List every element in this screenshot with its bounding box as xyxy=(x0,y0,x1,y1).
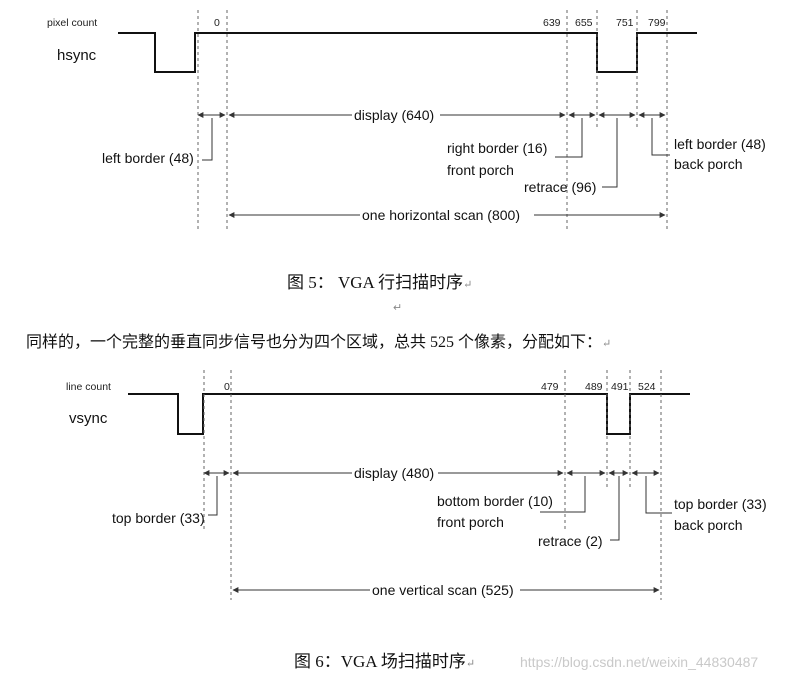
vsync-bottom-border-label: bottom border (10) xyxy=(437,493,553,509)
hsync-axis-label: pixel count xyxy=(47,17,97,29)
hsync-left-border-label: left border (48) xyxy=(102,150,194,166)
vsync-back-porch-label: back porch xyxy=(674,517,742,533)
vsync-waveform xyxy=(128,393,690,435)
hsync-back-porch-label: back porch xyxy=(674,156,742,172)
vsync-top-border-label: top border (33) xyxy=(112,510,205,526)
blank-line-mark-icon: ↵ xyxy=(393,302,403,314)
hsync-back-border-leader xyxy=(651,118,670,156)
vsync-signal-label: vsync xyxy=(69,410,108,427)
vsync-tick-479: 479 xyxy=(541,381,559,393)
hsync-tick-639: 639 xyxy=(543,17,561,29)
paragraph-return-mark-icon: ↵ xyxy=(602,338,612,350)
vsync-front-porch-label: front porch xyxy=(437,514,504,530)
hsync-retrace-label: retrace (96) xyxy=(524,179,596,195)
figure-5-caption: 图 5： VGA 行扫描时序↵ xyxy=(287,268,472,293)
vsync-top-border-leader xyxy=(208,476,218,516)
figure-6-caption-text: 图 6：VGA 场扫描时序 xyxy=(294,652,466,671)
hsync-tick-0: 0 xyxy=(214,17,220,29)
hsync-retrace-leader xyxy=(602,118,618,188)
caption-6-return-mark-icon: ↵ xyxy=(465,658,476,670)
hsync-signal-label: hsync xyxy=(57,47,97,64)
hsync-diagram: pixel count hsync 0 639 655 751 799 disp… xyxy=(47,10,766,230)
vsync-bottom-border-leader xyxy=(540,476,586,513)
vsync-tick-491: 491 xyxy=(611,381,629,393)
hsync-left-border-back-label: left border (48) xyxy=(674,136,766,152)
vsync-top-border-back-label: top border (33) xyxy=(674,496,767,512)
figure-6-caption: 图 6：VGA 场扫描时序↵ xyxy=(294,647,475,672)
return-mark-icon: ↵ xyxy=(463,279,473,291)
body-paragraph-text: 同样的，一个完整的垂直同步信号也分为四个区域，总共 525 个像素，分配如下： xyxy=(26,334,603,351)
hsync-scan-label: one horizontal scan (800) xyxy=(362,207,520,223)
vsync-scan-label: one vertical scan (525) xyxy=(372,582,514,598)
watermark: https://blog.csdn.net/weixin_44830487 xyxy=(520,654,759,670)
vsync-tick-0: 0 xyxy=(224,381,230,393)
hsync-display-label: display (640) xyxy=(354,107,434,123)
vsync-retrace-label: retrace (2) xyxy=(538,533,603,549)
hsync-right-border-label: right border (16) xyxy=(447,140,547,156)
vsync-retrace-leader xyxy=(610,476,620,541)
vsync-display-label: display (480) xyxy=(354,465,434,481)
hsync-tick-751: 751 xyxy=(616,17,634,29)
hsync-right-border-leader xyxy=(555,118,583,158)
hsync-waveform xyxy=(118,32,697,73)
body-paragraph: 同样的，一个完整的垂直同步信号也分为四个区域，总共 525 个像素，分配如下：↵ xyxy=(26,328,611,352)
vsync-diagram: line count vsync 0 479 489 491 524 displ… xyxy=(66,370,767,600)
hsync-tick-655: 655 xyxy=(575,17,593,29)
vsync-axis-label: line count xyxy=(66,381,111,393)
figure-5-caption-text: 图 5： VGA 行扫描时序 xyxy=(287,273,464,292)
vsync-tick-524: 524 xyxy=(638,381,656,393)
vsync-tick-489: 489 xyxy=(585,381,603,393)
hsync-tick-799: 799 xyxy=(648,17,666,29)
hsync-left-border-leader xyxy=(202,118,213,161)
vsync-back-border-leader xyxy=(645,476,672,514)
hsync-front-porch-label: front porch xyxy=(447,162,514,178)
